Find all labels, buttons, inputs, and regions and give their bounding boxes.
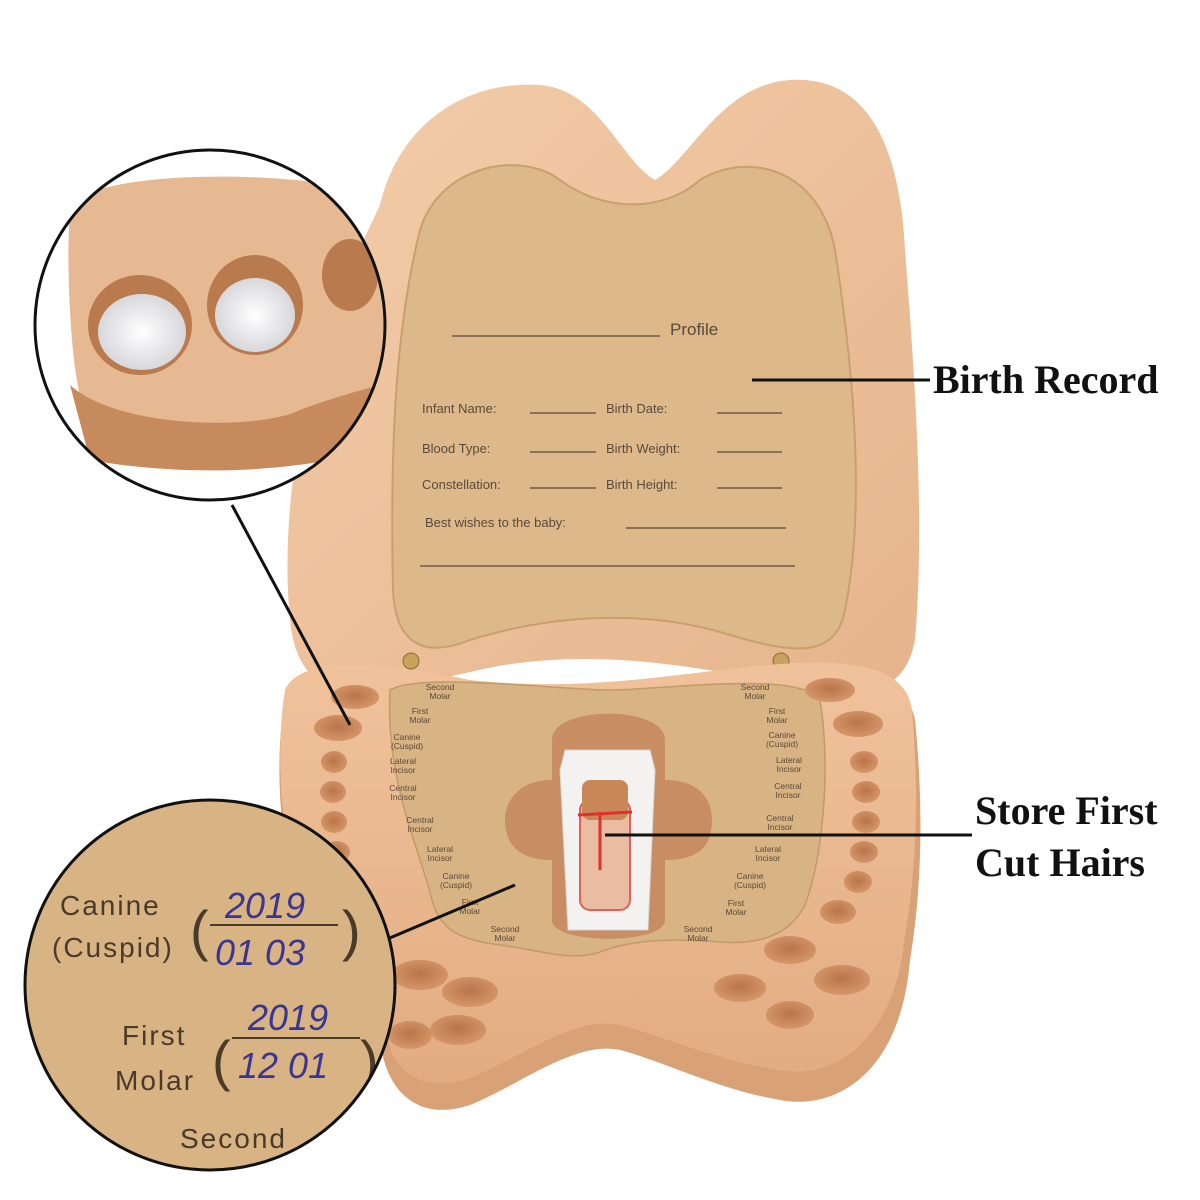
card-birth-date-label: Birth Date: [606, 401, 667, 416]
tray-label-text: Incisor [407, 824, 432, 834]
tray-label-text: (Cuspid) [734, 880, 766, 890]
tray-label-text: Molar [687, 933, 708, 943]
tray-label-text: Incisor [776, 764, 801, 774]
tray-label-text: Central [406, 815, 434, 825]
zoom-second-label: Second [180, 1123, 287, 1154]
tray-label-text: Lateral [427, 844, 453, 854]
tray-label-text: (Cuspid) [766, 739, 798, 749]
tray-label-text: Molar [494, 933, 515, 943]
tray-label-text: First [728, 898, 745, 908]
tray-label-text: Canine [769, 730, 796, 740]
zoom-first-label: First [122, 1020, 186, 1051]
tray-label-text: First [462, 897, 479, 907]
top-zoom-pointer [230, 504, 352, 726]
card-best-wishes-label: Best wishes to the baby: [425, 515, 566, 530]
tray-label-text: First [412, 706, 429, 716]
tray-label-text: Lateral [776, 755, 802, 765]
tray-label-text: Incisor [775, 790, 800, 800]
svg-text:(: ( [190, 899, 209, 962]
tray-label-text: Lateral [390, 756, 416, 766]
tray-label-text: Molar [459, 906, 480, 916]
tooth-holes-right [714, 678, 883, 1029]
tray-label-text: Incisor [767, 822, 792, 832]
tray-label-text: Molar [744, 691, 765, 701]
zoom-canine-date: 01 03 [215, 932, 305, 973]
tray-label-text: Incisor [390, 792, 415, 802]
zoom-canine-label: Canine [60, 890, 161, 921]
tray-label-text: Canine [394, 732, 421, 742]
card-blood-type-label: Blood Type: [422, 441, 490, 456]
tray-label-text: Molar [725, 907, 746, 917]
card-fields [420, 335, 795, 567]
zoom-molar-year: 2019 [247, 997, 328, 1038]
store-hair-callout-line2: Cut Hairs [975, 840, 1145, 885]
tray-label-text: Second [741, 682, 770, 692]
svg-text:): ) [360, 1029, 379, 1092]
card-constellation-label: Constellation: [422, 477, 501, 492]
tray-label-text: Central [774, 781, 802, 791]
store-hair-callout-line1: Store First [975, 788, 1158, 833]
hinge-screw [402, 652, 420, 670]
card-birth-weight-label: Birth Weight: [606, 441, 680, 456]
tray-label-text: (Cuspid) [391, 741, 423, 751]
tray-labels-right: Second Molar First Molar Canine (Cuspid)… [684, 682, 803, 943]
zoom-molar-date: 12 01 [238, 1045, 328, 1086]
card-birth-height-label: Birth Height: [606, 477, 678, 492]
tray-label-text: Lateral [755, 844, 781, 854]
tray-label-text: Central [389, 783, 417, 793]
tray-label-text: Canine [443, 871, 470, 881]
tray-label-text: Second [684, 924, 713, 934]
tray-label-text: Molar [766, 715, 787, 725]
tray-label-text: Second [491, 924, 520, 934]
tray-label-text: Molar [409, 715, 430, 725]
svg-text:(: ( [212, 1029, 231, 1092]
tray-label-text: Canine [737, 871, 764, 881]
zoom-cuspid-label: (Cuspid) [52, 932, 174, 963]
tray-label-text: Molar [429, 691, 450, 701]
tray-label-text: Incisor [755, 853, 780, 863]
tray-label-text: (Cuspid) [440, 880, 472, 890]
zoom-labels-detail: Canine (Cuspid) ( ) 2019 01 03 First Mol… [23, 798, 397, 1172]
zoom-canine-year: 2019 [224, 885, 305, 926]
bottom-zoom-pointer [384, 883, 516, 942]
tray-label-text: Second [426, 682, 455, 692]
tray-labels-left: Second Molar First Molar Canine (Cuspid)… [389, 682, 519, 943]
birth-record-callout: Birth Record [933, 357, 1159, 402]
card-infant-name-label: Infant Name: [422, 401, 496, 416]
zoom-holes-detail [33, 148, 387, 502]
vial-cork [582, 780, 628, 820]
tray-label-text: First [769, 706, 786, 716]
zoom-molar-label: Molar [115, 1065, 195, 1096]
red-thread [577, 810, 633, 870]
tray-label-text: Incisor [427, 853, 452, 863]
svg-text:): ) [342, 899, 361, 962]
tray-label-text: Incisor [390, 765, 415, 775]
card-profile-label: Profile [670, 320, 718, 339]
tray-label-text: Central [766, 813, 794, 823]
